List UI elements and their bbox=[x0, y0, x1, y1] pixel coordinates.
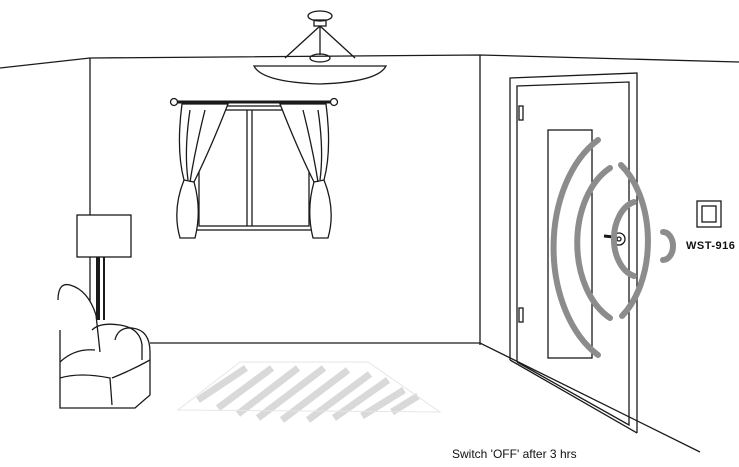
floor-light-patch bbox=[198, 368, 418, 420]
signal-waves bbox=[554, 140, 673, 355]
ceiling-lamp bbox=[254, 11, 386, 84]
caption-text: Switch 'OFF' after 3 hrs bbox=[452, 447, 577, 461]
device-model-label: WST-916 bbox=[686, 240, 735, 252]
curtain-right bbox=[280, 104, 331, 238]
curtain-left bbox=[177, 104, 228, 238]
wall-switch-icon bbox=[697, 201, 721, 227]
